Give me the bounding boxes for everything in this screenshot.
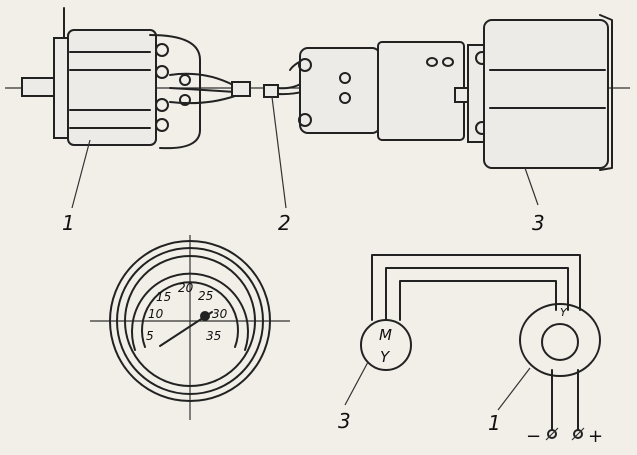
terminal-plus [573, 429, 583, 439]
sensor-core [541, 323, 579, 361]
sensor-symbol [519, 303, 601, 377]
motor-label-y: Y [380, 348, 391, 366]
dial-scale-inner [141, 281, 239, 348]
dial-outer-ring [109, 240, 271, 402]
minus-label: − [526, 426, 541, 447]
dial-hub [200, 311, 210, 321]
dial-mark-5: 5 [146, 329, 154, 343]
sensor-unit [5, 7, 630, 150]
terminal-minus [547, 429, 557, 439]
dial-mark-15: 15 [156, 290, 171, 304]
indicator-case [483, 19, 609, 169]
plus-label: + [588, 426, 603, 447]
wire-outer [371, 254, 581, 321]
dial-mark-10: 10 [148, 307, 164, 321]
indicator-rear [299, 47, 381, 134]
wiring-schematic: M Y Y − + 3 1 [338, 254, 603, 447]
dial-scale-arc [131, 272, 249, 351]
connector-left [231, 81, 251, 97]
dial-face: 5 10 15 20 25 30 35 [90, 235, 290, 420]
motor-symbol [360, 319, 412, 371]
callout-indicator: 3 [532, 211, 545, 235]
callout-schematic-sensor: 1 [488, 411, 501, 435]
callout-schematic-motor: 3 [338, 409, 351, 433]
indicator-bezel [599, 14, 613, 171]
sensor-mark: Y [560, 306, 568, 319]
dial-inner-ring [124, 255, 256, 387]
sensor-shaft [21, 77, 57, 97]
dial-mark-35: 35 [206, 329, 221, 343]
dial-mark-20: 20 [178, 281, 194, 295]
indicator-unit [298, 14, 613, 171]
dial-mark-30: 30 [212, 307, 228, 321]
callout-cable: 2 [278, 211, 291, 235]
motor-label-m: M [379, 326, 392, 344]
dial-mark-25: 25 [198, 289, 213, 303]
sensor-cap [149, 34, 201, 150]
indicator-mid [377, 41, 465, 141]
connector-right [263, 84, 279, 98]
sensor-body [67, 29, 157, 146]
callout-sensor: 1 [62, 211, 75, 235]
